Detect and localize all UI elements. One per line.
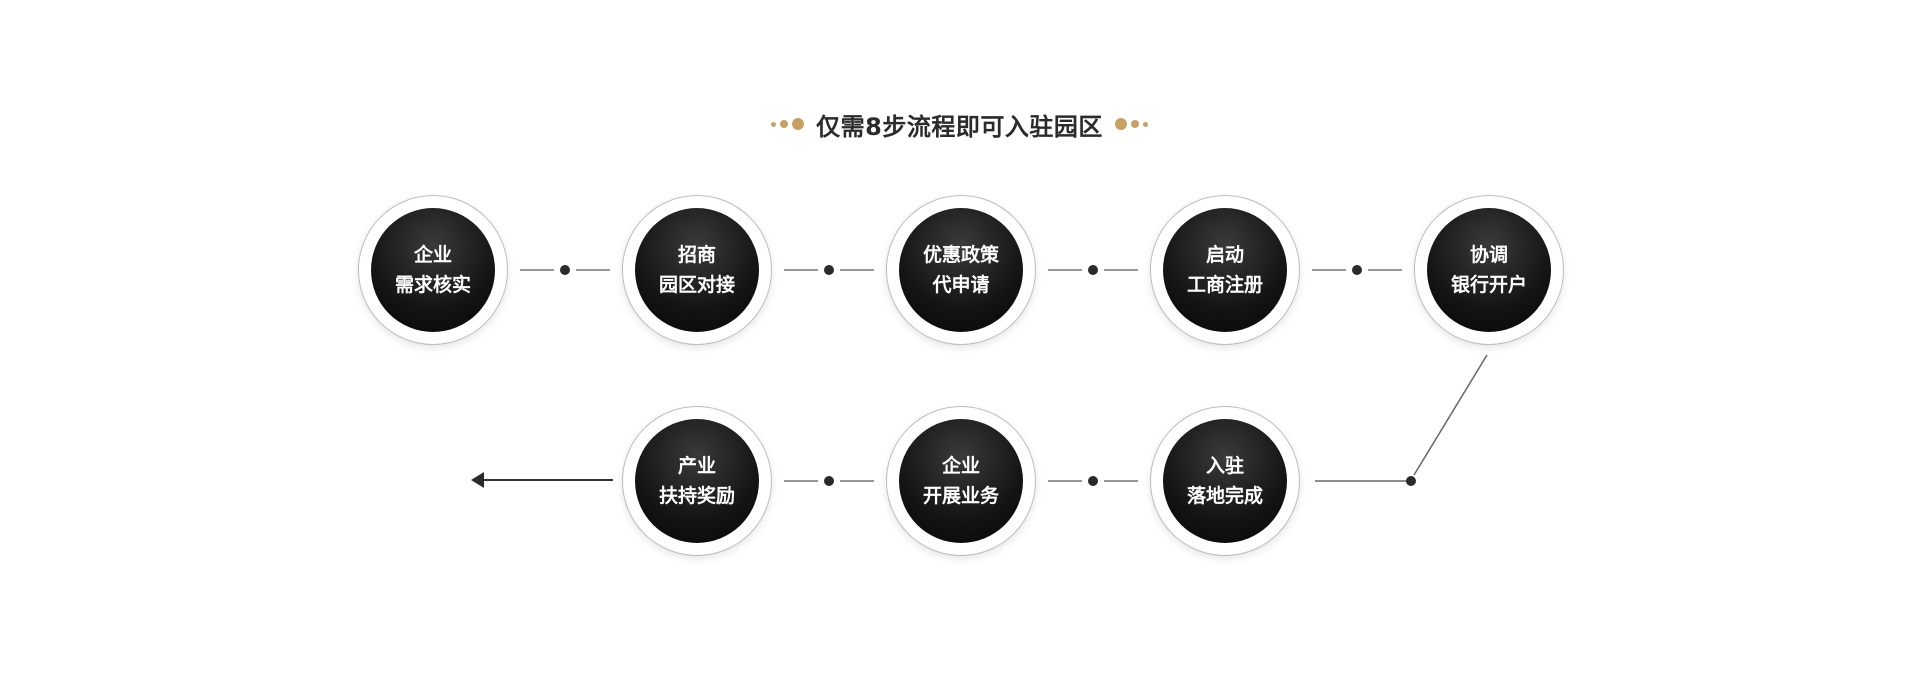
step-7-line2: 开展业务 bbox=[922, 485, 999, 507]
step-6-line1: 入驻 bbox=[1205, 455, 1244, 477]
connector-6-7 bbox=[1048, 476, 1138, 486]
deco-dot-icon bbox=[780, 120, 789, 128]
step-3-line2: 代申请 bbox=[932, 274, 990, 296]
step-8-inner: 产业 扶持奖励 bbox=[635, 419, 759, 543]
connector-dot-icon bbox=[824, 265, 834, 275]
deco-dot-icon bbox=[1130, 120, 1139, 128]
step-2-line2: 园区对接 bbox=[658, 274, 735, 296]
step-2-line1: 招商 bbox=[677, 244, 716, 266]
connector-dot-icon bbox=[1088, 476, 1098, 486]
title-row: 仅需8步流程即可入驻园区 bbox=[0, 104, 1919, 144]
deco-dot-icon bbox=[792, 118, 805, 130]
step-5-line2: 银行开户 bbox=[1450, 274, 1527, 296]
step-4-circle: 启动 工商注册 bbox=[1150, 195, 1300, 345]
step-4-line1: 启动 bbox=[1205, 244, 1244, 266]
page-title: 仅需8步流程即可入驻园区 bbox=[816, 112, 1103, 141]
step-8-line1: 产业 bbox=[677, 455, 716, 477]
step-6-circle: 入驻 落地完成 bbox=[1150, 406, 1300, 556]
end-arrow-icon bbox=[471, 472, 613, 488]
title-deco-left bbox=[771, 118, 805, 130]
step-8-line2: 扶持奖励 bbox=[658, 485, 735, 507]
step-5-inner: 协调 银行开户 bbox=[1427, 208, 1551, 332]
step-2-inner: 招商 园区对接 bbox=[635, 208, 759, 332]
step-6-line2: 落地完成 bbox=[1186, 485, 1263, 507]
connector-1-2 bbox=[520, 265, 610, 275]
step-6-inner: 入驻 落地完成 bbox=[1163, 419, 1287, 543]
step-1-inner: 企业 需求核实 bbox=[371, 208, 495, 332]
connector-dot-icon bbox=[1406, 476, 1416, 486]
step-8-circle: 产业 扶持奖励 bbox=[622, 406, 772, 556]
title-deco-right bbox=[1114, 118, 1148, 130]
deco-dot-icon bbox=[771, 121, 777, 127]
connector-dot-icon bbox=[1352, 265, 1362, 275]
connector-5-6 bbox=[1315, 354, 1488, 486]
connector-3-4 bbox=[1048, 265, 1138, 275]
step-7-inner: 企业 开展业务 bbox=[899, 419, 1023, 543]
connector-7-8 bbox=[784, 476, 874, 486]
step-1-line2: 需求核实 bbox=[394, 274, 471, 296]
step-3-line1: 优惠政策 bbox=[922, 244, 999, 266]
deco-dot-icon bbox=[1142, 121, 1148, 127]
step-1-circle: 企业 需求核实 bbox=[358, 195, 508, 345]
connector-2-3 bbox=[784, 265, 874, 275]
step-1-line1: 企业 bbox=[413, 244, 452, 266]
step-3-inner: 优惠政策 代申请 bbox=[899, 208, 1023, 332]
connector-dot-icon bbox=[824, 476, 834, 486]
step-7-circle: 企业 开展业务 bbox=[886, 406, 1036, 556]
connector-4-5 bbox=[1312, 265, 1402, 275]
connector-dot-icon bbox=[560, 265, 570, 275]
deco-dot-icon bbox=[1114, 118, 1127, 130]
step-5-line1: 协调 bbox=[1469, 244, 1508, 266]
step-5-circle: 协调 银行开户 bbox=[1414, 195, 1564, 345]
step-2-circle: 招商 园区对接 bbox=[622, 195, 772, 345]
step-4-line2: 工商注册 bbox=[1186, 274, 1263, 296]
step-7-line1: 企业 bbox=[941, 455, 980, 477]
connector-dot-icon bbox=[1088, 265, 1098, 275]
step-3-circle: 优惠政策 代申请 bbox=[886, 195, 1036, 345]
step-4-inner: 启动 工商注册 bbox=[1163, 208, 1287, 332]
